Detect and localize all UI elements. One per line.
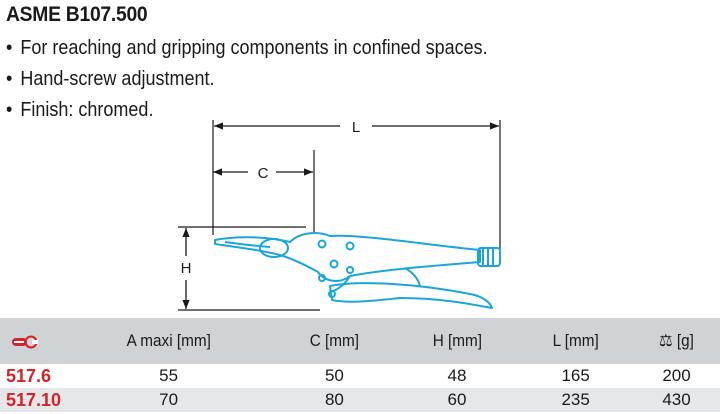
cell-l: 235 — [561, 390, 590, 409]
cell-c: 80 — [324, 390, 344, 409]
table-row: 517.10 70 80 60 235 430 — [0, 388, 720, 412]
header-a-maxi: A maxi [mm] — [126, 331, 211, 350]
feature-item: •For reaching and gripping components in… — [6, 37, 488, 59]
dimension-c: C — [213, 150, 315, 232]
label-c: C — [258, 165, 269, 182]
wrench-reference-icon — [12, 335, 38, 349]
cell-h: 60 — [447, 390, 467, 409]
dimension-h: H — [178, 226, 320, 311]
header-weight: ⚖ [g] — [659, 331, 695, 350]
header-c: C [mm] — [309, 331, 360, 350]
cell-a-maxi: 70 — [159, 390, 179, 409]
feature-item: •Hand-screw adjustment. — [6, 68, 215, 90]
reference-column-header — [0, 318, 64, 364]
pliers-dimension-diagram: L C H — [178, 119, 501, 311]
cell-a-maxi: 55 — [159, 366, 179, 385]
row-reference: 517.10 — [6, 389, 62, 410]
header-l: L [mm] — [552, 331, 599, 350]
feature-list: •For reaching and gripping components in… — [6, 33, 541, 126]
label-l: L — [352, 119, 360, 136]
specs-table: A maxi [mm] C [mm] H [mm] L [mm] ⚖ [g] 5… — [0, 318, 720, 412]
label-h: H — [181, 260, 192, 277]
pliers-icon — [214, 232, 501, 309]
product-title: ASME B107.500 — [6, 3, 148, 26]
cell-l: 165 — [561, 366, 590, 385]
feature-item: •Finish: chromed. — [6, 99, 154, 121]
cell-weight: 200 — [662, 366, 691, 385]
dimension-l: L — [212, 119, 501, 250]
table-header-row: A maxi [mm] C [mm] H [mm] L [mm] ⚖ [g] — [0, 318, 720, 364]
cell-weight: 430 — [662, 390, 691, 409]
cell-c: 50 — [324, 366, 344, 385]
header-h: H [mm] — [432, 331, 482, 350]
cell-h: 48 — [447, 366, 467, 385]
row-reference: 517.6 — [6, 365, 52, 386]
table-row: 517.6 55 50 48 165 200 — [0, 364, 720, 388]
